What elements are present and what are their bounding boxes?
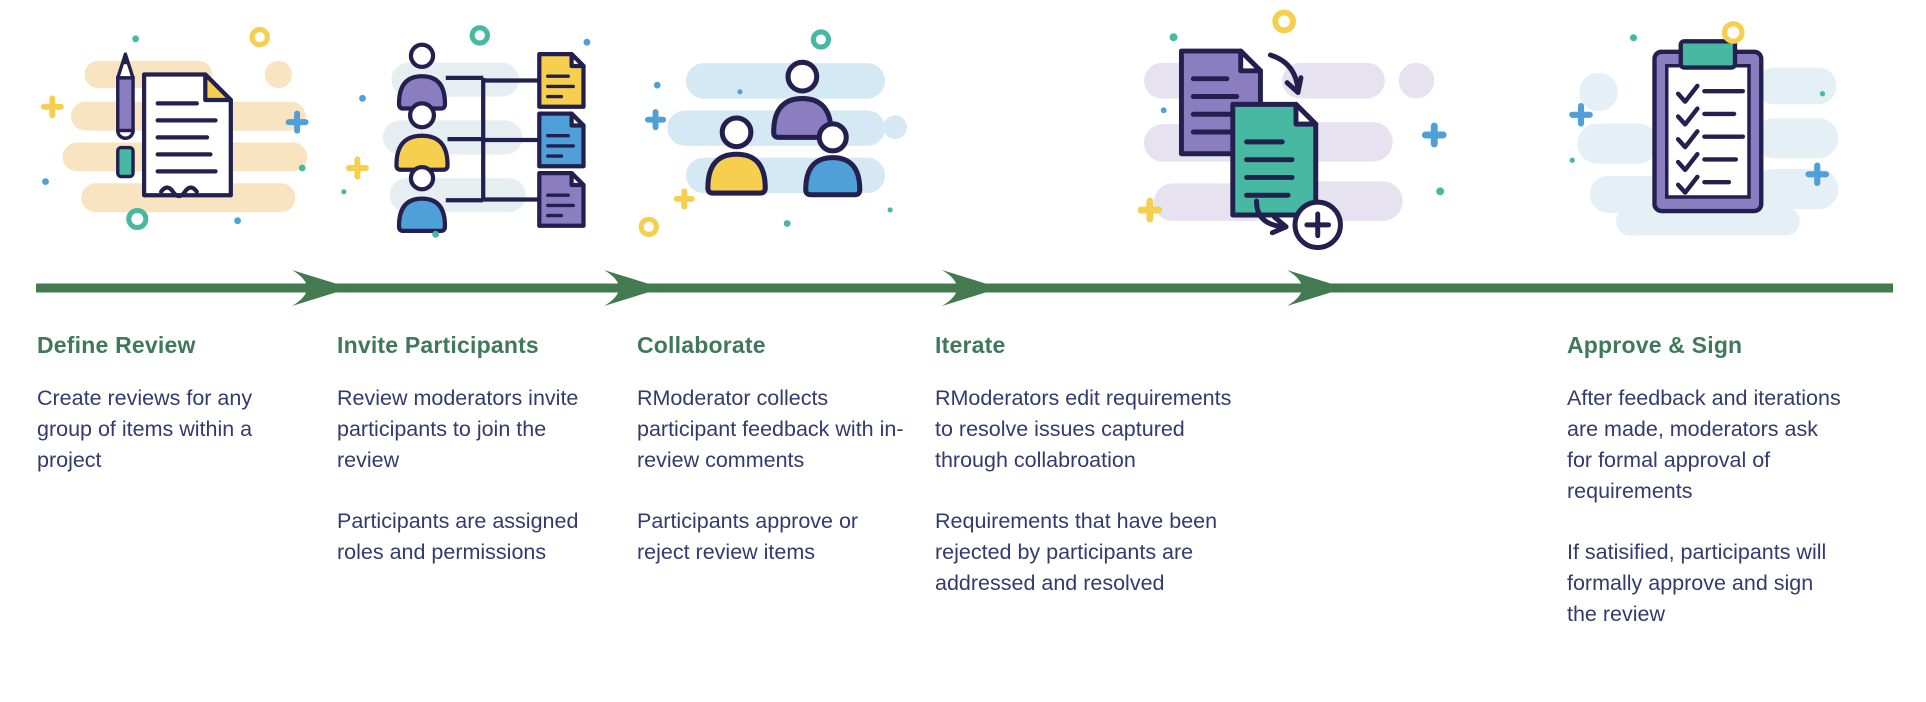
- arrowhead-icon: [942, 270, 1000, 306]
- sparkle-accents: [1138, 9, 1447, 223]
- checklist-clipboard-icon: [1569, 21, 1839, 236]
- sparkle-accents: [638, 29, 893, 237]
- document-purple-icon: [537, 170, 586, 228]
- person-blue-icon: [396, 165, 448, 234]
- step-title: Collaborate: [637, 332, 766, 358]
- clipboard-icon: [1652, 39, 1764, 214]
- document-yellow-icon: [537, 51, 586, 109]
- documents-revision-icon: [1138, 9, 1447, 251]
- person-blue-icon: [803, 121, 863, 198]
- step-paragraph: Participants approve or reject review it…: [637, 509, 859, 564]
- arrowhead-icon: [292, 270, 350, 306]
- step-paragraph: If satisified, participants will formall…: [1567, 540, 1827, 626]
- checklist-rows: [1675, 83, 1746, 195]
- pencil-and-document-icon: [40, 26, 309, 231]
- pencil-icon: [116, 52, 135, 179]
- step-collaborate: Collaborate RModerator collects particip…: [637, 332, 907, 598]
- sparkle-accents: [40, 26, 309, 231]
- step-paragraph: Participants are assigned roles and perm…: [337, 509, 579, 564]
- step-paragraph: Requirements that have been rejected by …: [935, 509, 1218, 595]
- step-title: Invite Participants: [337, 332, 539, 358]
- signature-squiggle: [158, 185, 199, 199]
- person-yellow-icon: [705, 115, 768, 196]
- document-blue-icon: [537, 111, 586, 169]
- steps-row: Define Review Create reviews for any gro…: [0, 332, 1926, 660]
- step-title: Define Review: [37, 332, 196, 358]
- illustrations-row: [0, 0, 1926, 268]
- step-paragraph: RModerator collects participant feedback…: [637, 386, 904, 472]
- step-define-review: Define Review Create reviews for any gro…: [37, 332, 309, 506]
- step-title: Iterate: [935, 332, 1006, 358]
- pale-blue-blob: [1577, 67, 1839, 236]
- document-teal-icon: [1230, 101, 1319, 218]
- step-invite-participants: Invite Participants Review moderators in…: [337, 332, 609, 598]
- arrowhead-icon: [1287, 270, 1345, 306]
- document-icon: [141, 72, 233, 199]
- people-to-documents-tree-icon: [341, 25, 591, 238]
- collaborate-illustration: [637, 0, 907, 262]
- step-iterate: Iterate RModerators edit requirements to…: [935, 332, 1539, 629]
- step-title: Approve & Sign: [1567, 332, 1743, 358]
- person-yellow-icon: [394, 101, 450, 172]
- approve-sign-illustration: [1567, 0, 1847, 262]
- step-paragraph: After feedback and iterations are made, …: [1567, 386, 1841, 503]
- step-paragraph: RModerators edit requirements to resolve…: [935, 386, 1232, 472]
- invite-participants-illustration: [337, 0, 609, 262]
- iterate-illustration: [935, 0, 1539, 262]
- person-purple-icon: [396, 42, 448, 111]
- connector-lines: [445, 75, 540, 203]
- arrowhead-icon: [604, 270, 662, 306]
- sparkle-accents: [1569, 21, 1830, 187]
- group-of-people-icon: [638, 29, 907, 237]
- revision-arrow-bottom: [1254, 198, 1289, 236]
- step-paragraph: Review moderators invite participants to…: [337, 386, 579, 472]
- process-timeline-arrow: [36, 270, 1893, 306]
- revision-arrow-top: [1267, 52, 1304, 95]
- step-approve-sign: Approve & Sign After feedback and iterat…: [1567, 332, 1847, 660]
- sparkle-accents: [341, 25, 591, 238]
- define-review-illustration: [37, 0, 309, 262]
- step-paragraph: Create reviews for any group of items wi…: [37, 386, 253, 472]
- timeline-arrowheads: [292, 270, 1345, 306]
- add-circle-plus-icon: [1292, 199, 1343, 251]
